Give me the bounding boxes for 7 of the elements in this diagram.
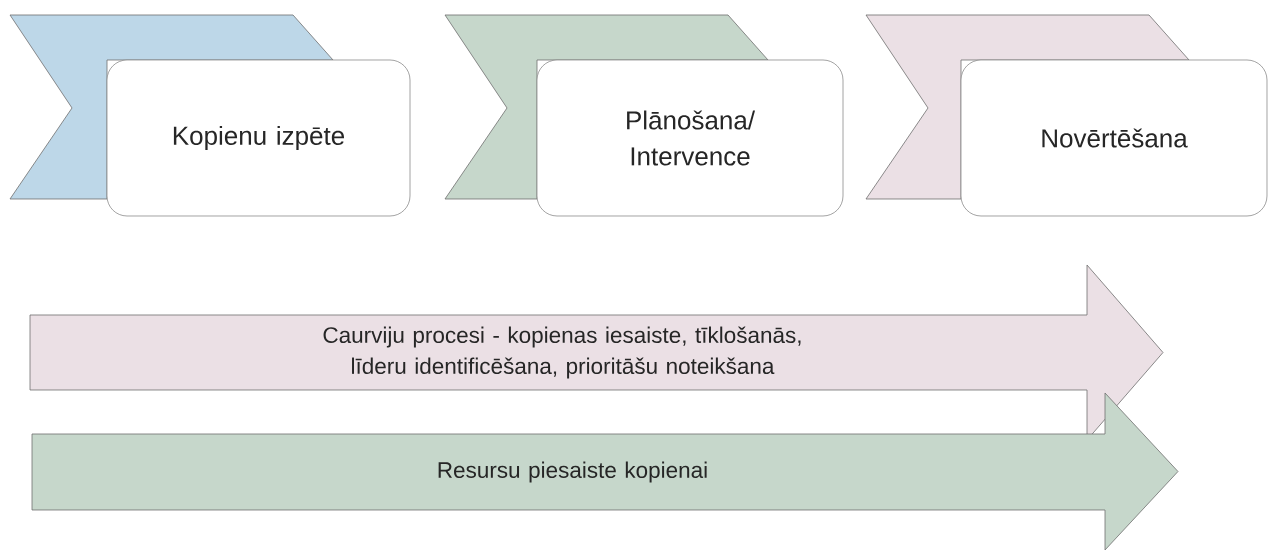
rounded-box: Kopienu izpēte: [106, 59, 411, 217]
rounded-box: Plānošana/ Intervence: [536, 59, 844, 217]
arrow-band: Caurviju procesi - kopienas iesaiste, tīklošanās, līderu identificēšana, prioritāšu noteikšana: [29, 264, 1164, 441]
chevron-shape: [444, 14, 769, 200]
chevron-shape: [865, 14, 1190, 200]
rounded-box: Novērtēšana: [960, 59, 1268, 217]
arrow-band: Resursu piesaiste kopienai: [31, 392, 1179, 551]
